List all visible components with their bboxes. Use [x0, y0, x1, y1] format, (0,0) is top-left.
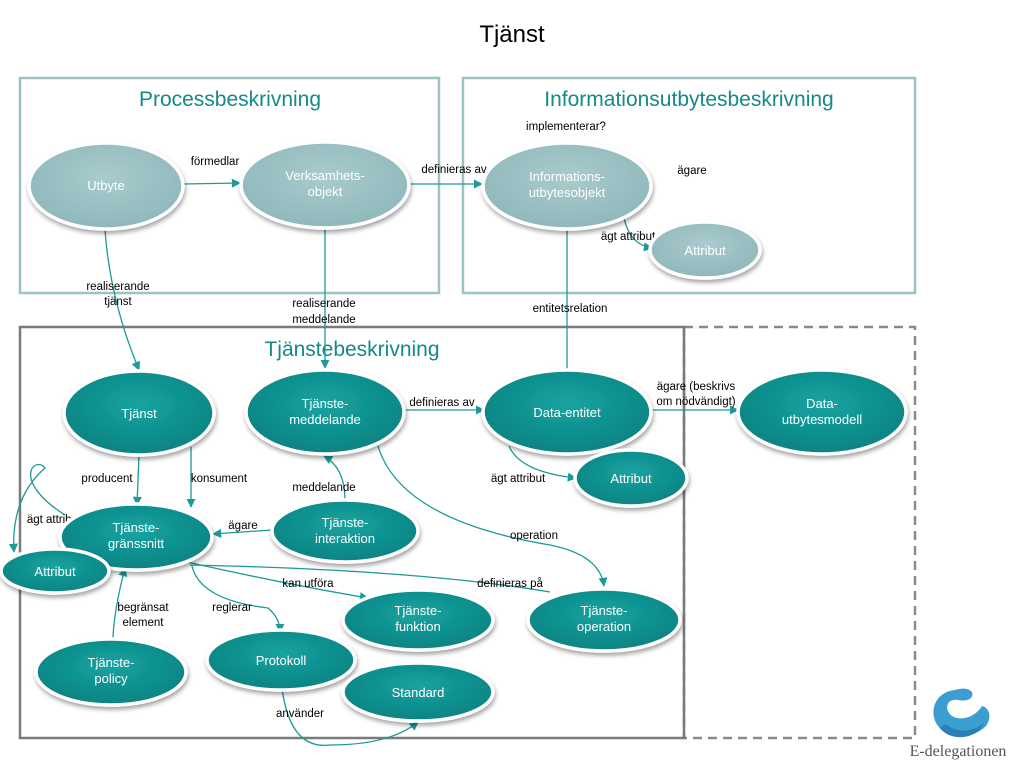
svg-text:Data-utbytesmodell: Data-utbytesmodell	[782, 396, 862, 427]
svg-text:Attribut: Attribut	[34, 564, 76, 579]
svg-text:Verksamhets-objekt: Verksamhets-objekt	[285, 168, 364, 199]
node-standard[interactable]: Standard	[341, 661, 495, 723]
e-delegationen-logo: E-delegationen	[910, 688, 1007, 760]
info-frame	[461, 76, 917, 295]
node-attribut-left[interactable]: Attribut	[0, 547, 111, 595]
label-konsument: konsument	[191, 473, 248, 485]
node-tjanstegranssnitt[interactable]: Tjänste-gränssnitt	[58, 502, 214, 572]
svg-text:Tjänste-interaktion: Tjänste-interaktion	[315, 515, 375, 546]
nodes: Utbyte Verksamhets-objekt Informations-u…	[0, 140, 908, 723]
logo-text: E-delegationen	[910, 743, 1007, 760]
edge-begransat-element	[112, 567, 128, 639]
svg-text:Attribut: Attribut	[610, 471, 652, 486]
svg-text:Standard: Standard	[392, 685, 445, 700]
label-definieras-av-mid: definieras av	[409, 397, 474, 409]
label-implementerar: implementerar?	[526, 121, 606, 133]
svg-text:Tjänste-policy: Tjänste-policy	[88, 655, 135, 686]
label-definieras-av-top: definieras av	[421, 164, 486, 176]
edge-reglerar	[191, 565, 285, 633]
node-data-entitet[interactable]: Data-entitet	[481, 368, 653, 456]
node-tjanst[interactable]: Tjänst	[62, 369, 216, 457]
label-agare-mid: ägare	[228, 520, 257, 532]
node-tjanstemeddelande[interactable]: Tjänste-meddelande	[244, 368, 406, 456]
node-protokoll[interactable]: Protokoll	[205, 628, 357, 692]
svg-text:Tjänste-meddelande: Tjänste-meddelande	[289, 396, 361, 427]
node-tjanstepolicy[interactable]: Tjänste-policy	[34, 637, 188, 707]
node-utbyte[interactable]: Utbyte	[27, 141, 185, 231]
label-entitetsrelation: entitetsrelation	[533, 303, 608, 315]
process-frame-title: Processbeskrivning	[139, 88, 321, 111]
svg-text:Tjänst: Tjänst	[121, 406, 157, 421]
svg-text:Tjänste-funktion: Tjänste-funktion	[395, 603, 442, 634]
edge-operation	[377, 445, 608, 587]
label-kan-utfora: kan utföra	[282, 578, 334, 590]
svg-text:Attribut: Attribut	[684, 243, 726, 258]
edge-agt-attribut-left	[8, 463, 66, 553]
edge-agt-attribut-data	[508, 445, 577, 482]
edge-anvander	[281, 687, 419, 746]
svg-text:Data-entitet: Data-entitet	[533, 405, 601, 420]
node-tjansteoperation[interactable]: Tjänste-operation	[526, 587, 682, 653]
svg-text:Tjänste-operation: Tjänste-operation	[577, 603, 631, 634]
label-definieras-pa: definieras på	[477, 578, 543, 590]
logo-swirl-icon	[933, 688, 990, 738]
label-agt-attribut-data: ägt attribut	[491, 473, 546, 485]
service-frame	[18, 325, 686, 740]
svg-text:Informations-utbytesobjekt: Informations-utbytesobjekt	[529, 169, 606, 200]
edge-labels: förmedlar definieras av implementerar? ä…	[27, 121, 736, 720]
edges	[8, 178, 739, 746]
edge-definieras-pa	[189, 564, 551, 593]
process-frame	[18, 76, 441, 295]
label-agare-top: ägare	[677, 165, 706, 177]
svg-text:Tjänste-gränssnitt: Tjänste-gränssnitt	[108, 520, 165, 551]
edge-kan-utfora	[186, 561, 369, 602]
edge-formedlar	[183, 178, 241, 188]
svg-text:Protokoll: Protokoll	[256, 653, 307, 668]
info-frame-title: Informationsutbytesbeskrivning	[544, 88, 833, 111]
svg-text:Utbyte: Utbyte	[87, 178, 125, 193]
label-operation: operation	[510, 530, 558, 542]
node-informationsutbytesobjekt[interactable]: Informations-utbytesobjekt	[481, 141, 653, 231]
label-anvander: använder	[276, 708, 324, 720]
node-attribut-info[interactable]: Attribut	[648, 220, 762, 280]
label-formedlar: förmedlar	[191, 156, 240, 168]
label-meddelande: meddelande	[292, 482, 355, 494]
label-agt-attribut-info: ägt attribut	[601, 231, 656, 243]
edge-agare-mid	[212, 528, 273, 538]
node-tjanstefunktion[interactable]: Tjänste-funktion	[341, 588, 495, 652]
extension-frame	[682, 325, 917, 740]
edge-realiserande-tjanst	[104, 229, 141, 371]
service-frame-title: Tjänstebeskrivning	[264, 338, 439, 361]
page-title: Tjänst	[479, 21, 545, 48]
node-datautbytesmodell[interactable]: Data-utbytesmodell	[736, 368, 908, 456]
edge-producent	[132, 455, 142, 506]
node-tjansteinteraktion[interactable]: Tjänste-interaktion	[270, 498, 420, 564]
edge-meddelande	[323, 455, 346, 501]
label-producent: producent	[81, 473, 133, 485]
node-verksamhetsobjekt[interactable]: Verksamhets-objekt	[239, 140, 411, 230]
label-reglerar: reglerar	[212, 602, 252, 614]
node-attribut-data[interactable]: Attribut	[573, 448, 689, 508]
